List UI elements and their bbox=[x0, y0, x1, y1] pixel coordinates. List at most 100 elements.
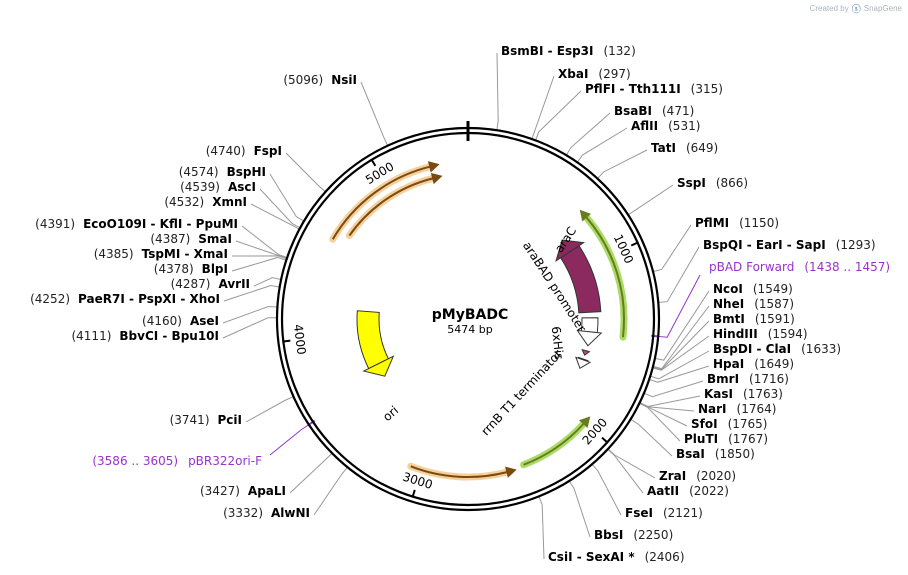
site-label-hpai: HpaI(1649) bbox=[713, 357, 794, 371]
site-position: (4385) bbox=[94, 247, 134, 261]
site-label-sspi: SspI(866) bbox=[677, 176, 748, 190]
tick-mark bbox=[370, 158, 377, 167]
plasmid-name: pMyBADC bbox=[432, 307, 508, 323]
leader-line bbox=[657, 274, 701, 338]
site-name: ZraI bbox=[659, 469, 686, 483]
svg-text:HpaI(1649): HpaI(1649) bbox=[713, 357, 794, 371]
site-position: (1649) bbox=[754, 357, 794, 371]
site-label-bsabi: BsaBI(471) bbox=[614, 104, 694, 118]
site-label-csii-sexai: CsiI - SexAI *(2406) bbox=[548, 550, 685, 564]
site-label-pflmi: PflMI(1150) bbox=[695, 216, 779, 230]
site-name: AvrII bbox=[218, 277, 250, 291]
svg-text:NarI(1764): NarI(1764) bbox=[698, 402, 776, 416]
feature-rrnb-t1-terminator bbox=[575, 356, 592, 370]
svg-text:(4574)BspHI: (4574)BspHI bbox=[179, 165, 266, 179]
site-label-fspi: (4740) FspI bbox=[206, 144, 282, 158]
svg-text:(4740)FspI: (4740) FspI bbox=[206, 144, 282, 158]
leader-line bbox=[259, 188, 302, 229]
feature-6xhis bbox=[581, 349, 591, 356]
site-name: BsmBI - Esp3I bbox=[501, 44, 593, 58]
site-position: (1549) bbox=[753, 282, 793, 296]
leader-line bbox=[651, 224, 692, 273]
feature-label-ori: ori bbox=[380, 403, 401, 424]
leader-line bbox=[289, 452, 334, 494]
site-position: (4287) bbox=[171, 277, 211, 291]
leader-line bbox=[222, 317, 279, 339]
site-label-apali: (3427)ApaLI bbox=[200, 484, 286, 498]
site-name: PluTI bbox=[684, 432, 718, 446]
site-label-bmti: BmtI(1591) bbox=[713, 312, 795, 326]
svg-text:CsiI - SexAI *(2406): CsiI - SexAI *(2406) bbox=[548, 550, 685, 564]
svg-text:BsaI(1850): BsaI(1850) bbox=[676, 447, 755, 461]
watermark-brand: SnapGene bbox=[863, 4, 902, 13]
leader-line bbox=[606, 448, 644, 494]
site-label-aflii: AflII(531) bbox=[631, 119, 700, 133]
leader-line bbox=[222, 305, 279, 324]
svg-text:TatI(649): TatI(649) bbox=[651, 141, 718, 155]
leader-line bbox=[576, 127, 628, 164]
site-name: AseI bbox=[190, 314, 219, 328]
site-position: (4740) bbox=[206, 144, 246, 158]
site-position: (4539) bbox=[180, 180, 220, 194]
svg-text:(4391)EcoO109I - KflI - PpuM: (4391)EcoO109I - KflI - PpuMI bbox=[35, 217, 238, 231]
site-label-pcii: (3741)PciI bbox=[170, 413, 242, 427]
site-label-sfoi: SfoI(1765) bbox=[691, 417, 767, 431]
leader-line bbox=[231, 255, 288, 260]
site-name: NarI bbox=[698, 402, 727, 416]
site-label-nhei: NheI(1587) bbox=[713, 297, 794, 311]
leader-line bbox=[568, 479, 591, 538]
site-name: BmtI bbox=[713, 312, 745, 326]
site-name: AscI bbox=[228, 180, 256, 194]
site-label-ecoo109i-kfli-ppumi: (4391)EcoO109I - KflI - PpuMI bbox=[35, 217, 238, 231]
site-name: NsiI bbox=[331, 73, 357, 87]
primer-name: pBR322ori-F bbox=[188, 454, 262, 468]
leader-line bbox=[269, 173, 306, 223]
leader-line bbox=[649, 350, 710, 380]
site-position: (297) bbox=[598, 67, 630, 81]
site-label-avrii: (4287) AvrII bbox=[171, 277, 250, 291]
site-position: (1767) bbox=[728, 432, 768, 446]
site-name: BlpI bbox=[202, 262, 228, 276]
leader-line bbox=[626, 184, 674, 216]
svg-text:XbaI(297): XbaI(297) bbox=[558, 67, 631, 81]
leader-line bbox=[537, 495, 545, 560]
site-position: (866) bbox=[716, 176, 748, 190]
svg-text:(4252)PaeR7I - PspXI - XhoI: (4252)PaeR7I - PspXI - XhoI bbox=[30, 292, 220, 306]
site-position: (132) bbox=[603, 44, 635, 58]
primer-name: pBAD Forward bbox=[709, 260, 794, 274]
leader-line bbox=[241, 225, 289, 259]
svg-text:(4532)XmnI: (4532)XmnI bbox=[164, 195, 247, 209]
site-label-bsmbi-esp3i: BsmBI - Esp3I (132) bbox=[501, 44, 636, 58]
site-name: HindIII bbox=[713, 327, 758, 341]
svg-text:ZraI(2020): ZraI(2020) bbox=[659, 469, 736, 483]
svg-text:BspQI - EarI - SapI(1293): BspQI - EarI - SapI(1293) bbox=[703, 238, 876, 252]
site-position: (471) bbox=[662, 104, 694, 118]
svg-text:(5096)NsiI: (5096)NsiI bbox=[283, 73, 357, 87]
site-label-aatii: AatII(2022) bbox=[647, 484, 729, 498]
svg-text:BsmBI - Esp3I(132): BsmBI - Esp3I (132) bbox=[501, 44, 636, 58]
leader-line bbox=[596, 149, 648, 180]
site-label-bspqi-eari-sapi: BspQI - EarI - SapI(1293) bbox=[703, 238, 876, 252]
site-name: ApaLI bbox=[248, 484, 286, 498]
svg-text:pBAD Forward(1438 .. 1457): pBAD Forward (1438 .. 1457) bbox=[709, 260, 890, 274]
site-position: (315) bbox=[691, 82, 723, 96]
primer-range: (1438 .. 1457) bbox=[804, 260, 890, 274]
orf-arrow bbox=[345, 172, 443, 240]
leader-line bbox=[223, 285, 281, 302]
site-position: (2022) bbox=[689, 484, 729, 498]
site-position: (3332) bbox=[223, 506, 263, 520]
leader-line bbox=[245, 395, 295, 423]
leader-line bbox=[591, 463, 622, 516]
site-label-xbai: XbaI(297) bbox=[558, 67, 631, 81]
orf-arrow bbox=[520, 416, 591, 469]
svg-text:(4539)AscI: (4539) AscI bbox=[180, 180, 256, 194]
site-position: (649) bbox=[686, 141, 718, 155]
site-name: FspI bbox=[254, 144, 282, 158]
leader-line bbox=[360, 81, 389, 147]
svg-text:SfoI(1765): SfoI(1765) bbox=[691, 417, 767, 431]
leader-line bbox=[231, 256, 288, 272]
site-label-tati: TatI(649) bbox=[651, 141, 718, 155]
site-name: XmnI bbox=[212, 195, 247, 209]
leader-line bbox=[651, 335, 710, 371]
primer-pbr322ori-f: (3586 .. 3605)pBR322ori-F bbox=[92, 454, 262, 468]
